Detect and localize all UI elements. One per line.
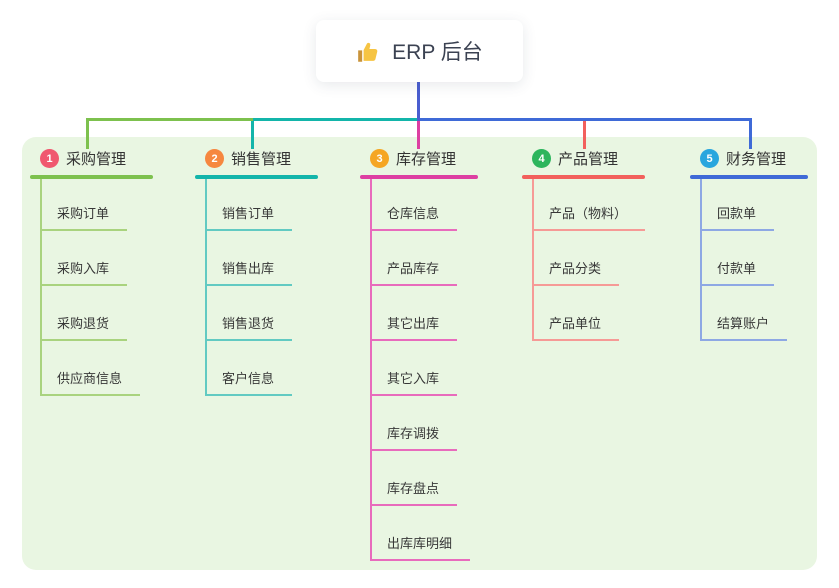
child-node[interactable]: 客户信息 [205,370,293,396]
thumbs-up-icon [358,42,378,62]
connector-line [86,121,89,149]
branch-title: 采购管理 [66,151,127,168]
branch-number-badge: 4 [532,149,551,168]
child-node[interactable]: 采购入库 [40,260,128,286]
branch-underline [360,175,478,179]
connector-line [417,121,420,149]
child-node[interactable]: 库存调拨 [370,425,458,451]
connector-line [583,121,586,149]
child-node[interactable]: 采购退货 [40,315,128,341]
branch-number-badge: 5 [700,149,719,168]
child-node[interactable]: 回款单 [700,205,775,231]
child-node[interactable]: 库存盘点 [370,480,458,506]
connector-line [749,121,752,149]
branch-title-node[interactable]: 5 财务管理 [700,148,786,169]
branch-underline [522,175,645,179]
branch-title: 产品管理 [558,151,619,168]
branch-number-badge: 3 [370,149,389,168]
connector-line [251,121,254,149]
child-node[interactable]: 仓库信息 [370,205,458,231]
branch-title: 销售管理 [231,151,292,168]
child-node[interactable]: 其它入库 [370,370,458,396]
branch-spine [205,179,207,396]
child-node[interactable]: 其它出库 [370,315,458,341]
branch-underline [195,175,318,179]
child-node[interactable]: 供应商信息 [40,370,141,396]
child-node[interactable]: 结算账户 [700,315,788,341]
branch-title-node[interactable]: 2 销售管理 [205,148,291,169]
root-title: ERP 后台 [392,41,483,64]
branch-title: 库存管理 [396,151,457,168]
branch-spine [532,179,534,341]
branches-panel [22,137,817,570]
connector-line [86,118,253,121]
branch-number-badge: 1 [40,149,59,168]
branch-spine [40,179,42,396]
branch-title-node[interactable]: 4 产品管理 [532,148,618,169]
child-node[interactable]: 采购订单 [40,205,128,231]
child-node[interactable]: 产品单位 [532,315,620,341]
branch-title: 财务管理 [726,151,787,168]
branch-title-node[interactable]: 3 库存管理 [370,148,456,169]
branch-underline [690,175,808,179]
root-node[interactable]: ERP 后台 [316,20,523,82]
branch-number-badge: 2 [205,149,224,168]
branch-underline [30,175,153,179]
branch-title-node[interactable]: 1 采购管理 [40,148,126,169]
connector-line [417,82,420,121]
child-node[interactable]: 销售退货 [205,315,293,341]
child-node[interactable]: 出库库明细 [370,535,471,561]
child-node[interactable]: 产品分类 [532,260,620,286]
child-node[interactable]: 销售订单 [205,205,293,231]
branch-spine [370,179,372,561]
connector-line [417,118,752,121]
child-node[interactable]: 产品库存 [370,260,458,286]
connector-line [253,118,417,121]
child-node[interactable]: 产品（物料） [532,205,646,231]
branch-spine [700,179,702,341]
child-node[interactable]: 销售出库 [205,260,293,286]
child-node[interactable]: 付款单 [700,260,775,286]
